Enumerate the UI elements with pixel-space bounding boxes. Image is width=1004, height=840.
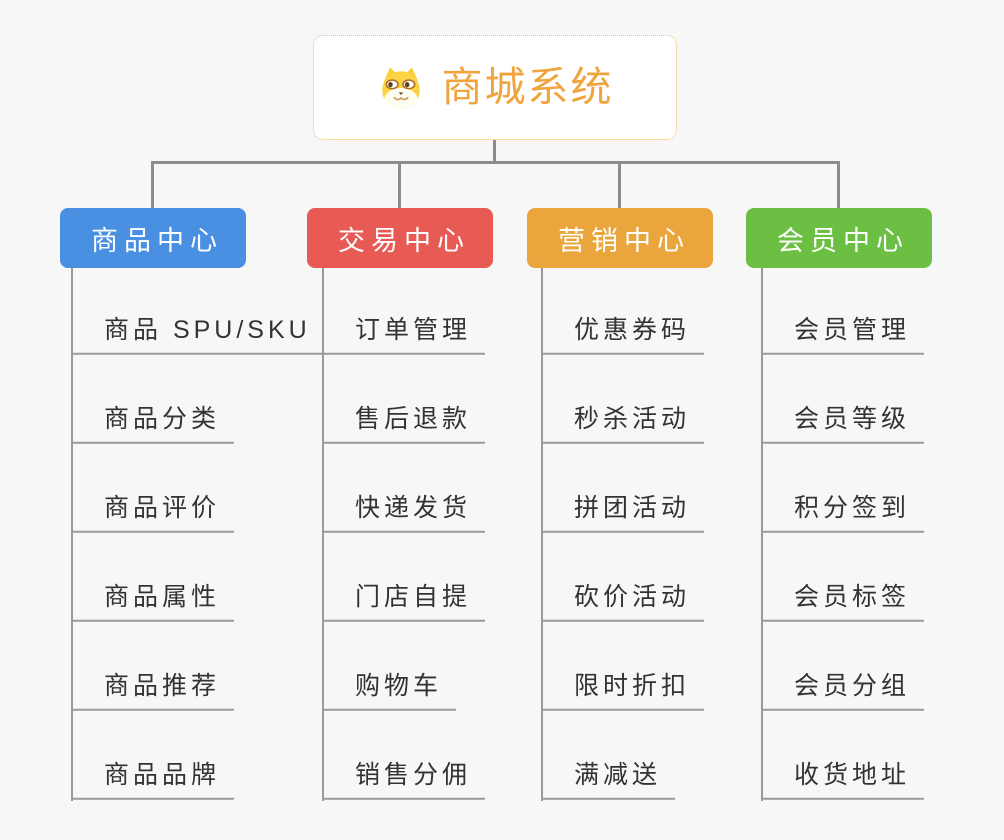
- branch-label: 会员中心: [777, 225, 909, 256]
- leaf-item[interactable]: 积分签到: [761, 493, 925, 533]
- leaf-item[interactable]: 会员管理: [761, 315, 925, 355]
- branch-label: 交易中心: [338, 225, 470, 256]
- leaf-item[interactable]: 销售分佣: [322, 760, 486, 800]
- leaf-item[interactable]: 会员等级: [761, 404, 925, 444]
- branch-node-trade-center[interactable]: 交易中心: [307, 208, 493, 268]
- leaf-item[interactable]: 拼团活动: [541, 493, 705, 533]
- connector-drop-product: [151, 161, 154, 208]
- leaf-item[interactable]: 商品评价: [71, 493, 235, 533]
- leaf-item[interactable]: 会员标签: [761, 582, 925, 622]
- branch-label: 商品中心: [91, 225, 223, 256]
- leaf-item[interactable]: 售后退款: [322, 404, 486, 444]
- leaf-item[interactable]: 订单管理: [322, 315, 486, 355]
- leaf-item[interactable]: 满减送: [541, 760, 676, 800]
- leaf-item[interactable]: 商品品牌: [71, 760, 235, 800]
- branch-node-product-center[interactable]: 商品中心: [60, 208, 246, 268]
- leaf-item[interactable]: 会员分组: [761, 671, 925, 711]
- branch-label: 营销中心: [558, 225, 690, 256]
- leaf-item[interactable]: 限时折扣: [541, 671, 705, 711]
- leaf-item[interactable]: 商品属性: [71, 582, 235, 622]
- dog-face-icon: [381, 67, 420, 109]
- trunk-line-trade: [322, 268, 324, 801]
- root-node[interactable]: 商城系统: [313, 35, 677, 140]
- leaf-item[interactable]: 优惠券码: [541, 315, 705, 355]
- leaf-item[interactable]: 砍价活动: [541, 582, 705, 622]
- trunk-line-product: [71, 268, 73, 801]
- leaf-item[interactable]: 商品分类: [71, 404, 235, 444]
- branch-node-marketing-center[interactable]: 营销中心: [527, 208, 713, 268]
- trunk-line-member: [761, 268, 763, 801]
- root-title: 商城系统: [441, 64, 614, 110]
- leaf-item[interactable]: 秒杀活动: [541, 404, 705, 444]
- connector-horizontal-bus: [151, 161, 840, 164]
- leaf-item[interactable]: 收货地址: [761, 760, 925, 800]
- trunk-line-marketing: [541, 268, 543, 801]
- connector-drop-member: [837, 161, 840, 208]
- connector-root-vertical: [493, 140, 496, 164]
- leaf-item[interactable]: 购物车: [322, 671, 457, 711]
- leaf-item[interactable]: 商品推荐: [71, 671, 235, 711]
- leaf-item[interactable]: 快递发货: [322, 493, 486, 533]
- leaf-item[interactable]: 门店自提: [322, 582, 486, 622]
- branch-node-member-center[interactable]: 会员中心: [746, 208, 932, 268]
- connector-drop-trade: [398, 161, 401, 208]
- leaf-item[interactable]: 商品 SPU/SKU: [71, 315, 325, 355]
- connector-drop-marketing: [618, 161, 621, 208]
